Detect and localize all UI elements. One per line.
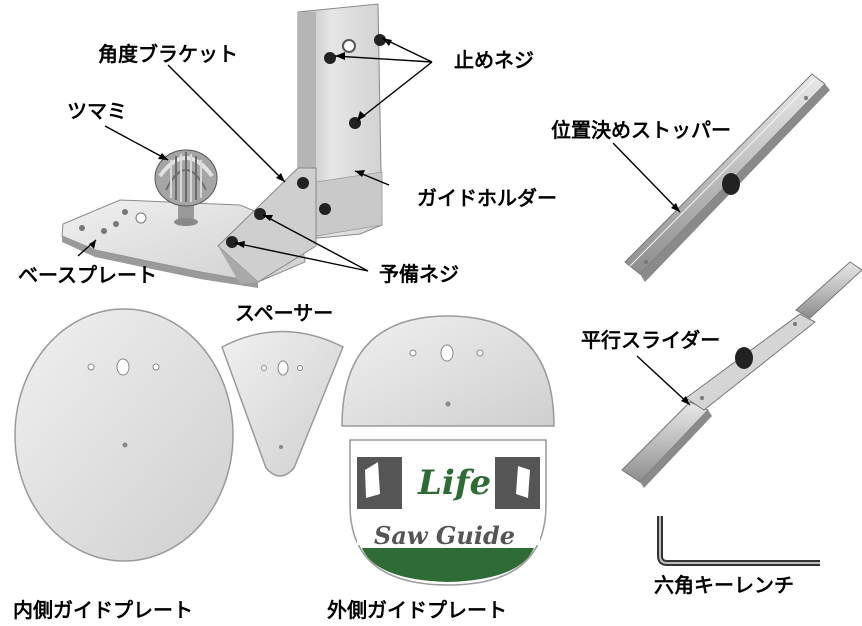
knob [154, 149, 218, 226]
leader-parallel-slider [636, 355, 691, 406]
label-set-screw: 止めネジ [454, 48, 534, 72]
hex-key-wrench [657, 516, 820, 566]
label-outer-guide-plate: 外側ガイドプレート [327, 598, 507, 622]
leader-positioning-stopper [612, 142, 681, 213]
parallel-slider [621, 261, 862, 488]
logo-brand: Life [418, 463, 492, 503]
spare-screws [226, 208, 266, 248]
leader-set-screw-3 [356, 61, 433, 122]
label-positioning-stopper: 位置決めストッパー [551, 118, 731, 142]
label-parallel-slider: 平行スライダー [581, 328, 721, 352]
saw-guide-logo [357, 457, 540, 582]
leader-angle-bracket [167, 64, 286, 183]
label-guide-holder: ガイドホルダー [417, 186, 557, 210]
label-spacer: スペーサー [235, 301, 334, 325]
leader-spare-screw-1 [262, 214, 369, 272]
label-angle-bracket: 角度ブラケット [98, 42, 238, 66]
label-knob: ツマミ [67, 99, 127, 123]
leader-spare-screw-2 [234, 242, 369, 272]
inner-guide-plate [14, 308, 234, 562]
leader-set-screw-2 [334, 55, 433, 63]
set-screws [297, 34, 386, 215]
label-base-plate: ベースプレート [18, 263, 157, 287]
logo-product: Saw Guide [374, 521, 516, 550]
label-inner-guide-plate: 内側ガイドプレート [13, 598, 193, 622]
angle-bracket [217, 167, 317, 284]
label-hex-key-wrench: 六角キーレンチ [654, 573, 794, 597]
positioning-stopper [624, 73, 830, 282]
leader-knob [104, 125, 169, 161]
spacer [221, 330, 344, 477]
label-spare-screw: 予備ネジ [379, 262, 459, 286]
